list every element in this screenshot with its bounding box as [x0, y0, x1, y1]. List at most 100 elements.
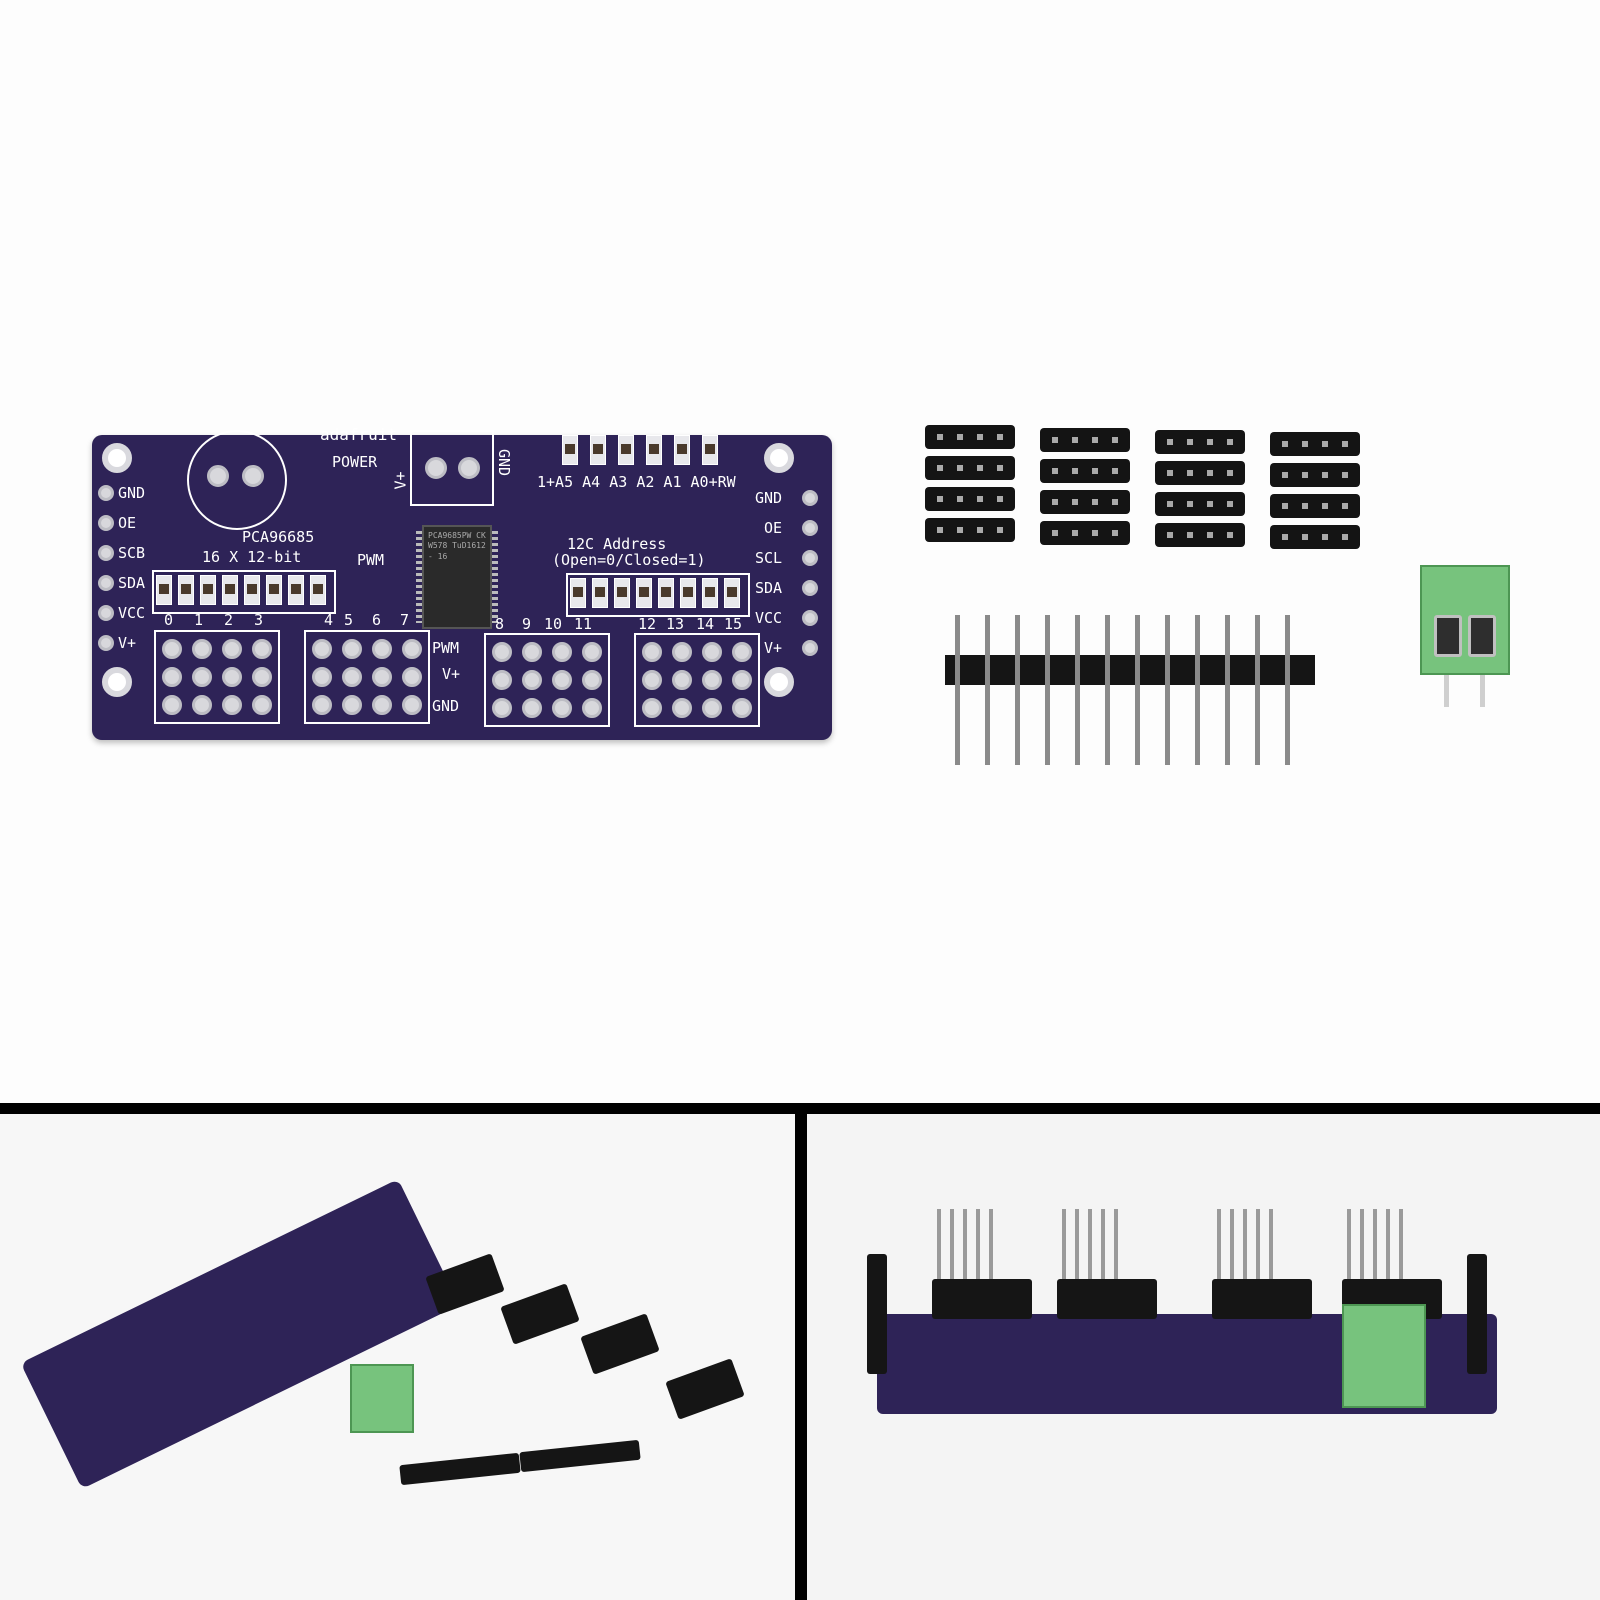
channel-label-1: 1: [194, 611, 204, 629]
header-pin: [1092, 468, 1098, 474]
channel-group-8-11: [484, 633, 610, 727]
addr-jumper-a1: [674, 435, 690, 465]
channel-pad: [552, 698, 572, 718]
assembled-side-header-right: [1467, 1254, 1487, 1374]
terminal-footprint: [410, 430, 494, 506]
terminal-pad-a: [425, 457, 447, 479]
channel-label-2: 2: [224, 611, 234, 629]
row-label-pwm: PWM: [432, 639, 460, 657]
header-pin: [1187, 532, 1193, 538]
header-pin: [1072, 437, 1078, 443]
channel-pad: [162, 667, 182, 687]
header-pin: [997, 496, 1003, 502]
header-pin: [1207, 532, 1213, 538]
header-pin: [977, 434, 983, 440]
header-pin: [937, 496, 943, 502]
header-pin: [957, 527, 963, 533]
resistor-pad: [156, 575, 172, 605]
channel-pad: [522, 642, 542, 662]
left-pin-pad-5: [98, 635, 114, 651]
channel-pad: [702, 698, 722, 718]
strip-pin: [1225, 615, 1230, 765]
row-label-vplus: V+: [442, 665, 461, 683]
dual-header-2: [1040, 428, 1130, 546]
channel-pad: [642, 670, 662, 690]
channel-label-0: 0: [164, 611, 174, 629]
header-pin: [1112, 437, 1118, 443]
channel-pad: [732, 642, 752, 662]
mounting-hole-br: [764, 667, 794, 697]
assembled-pins-3: [1217, 1209, 1273, 1284]
assembled-pins-1: [937, 1209, 993, 1284]
right-pin-pad-4: [802, 610, 818, 626]
angled-header-2: [500, 1283, 580, 1345]
dual-header-3: [1155, 430, 1245, 548]
header-pin: [1207, 501, 1213, 507]
header-pin: [1282, 534, 1288, 540]
header-pin: [977, 465, 983, 471]
resistor-pad: [266, 575, 282, 605]
left-pin-pad-3: [98, 575, 114, 591]
left-pin-label-1: OE: [118, 514, 137, 532]
channel-pad: [222, 667, 242, 687]
channel-pad: [372, 639, 392, 659]
header-pin: [1092, 437, 1098, 443]
right-pin-pad-0: [802, 490, 818, 506]
mounting-hole-tl: [102, 443, 132, 473]
channel-pad: [582, 698, 602, 718]
header-row: [1040, 521, 1130, 545]
header-pin: [1112, 530, 1118, 536]
brand-label: adafruit: [320, 425, 398, 444]
terminal-leg-right: [1480, 675, 1485, 707]
header-row: [1155, 523, 1245, 547]
header-pin: [1072, 468, 1078, 474]
header-pin: [1207, 470, 1213, 476]
header-pin: [1302, 472, 1308, 478]
channel-pad: [702, 642, 722, 662]
header-pin: [997, 465, 1003, 471]
header-pin: [1282, 441, 1288, 447]
single-pin-strip: [945, 615, 1315, 765]
mounting-hole-bl: [102, 667, 132, 697]
channel-pad: [192, 667, 212, 687]
right-pin-pad-5: [802, 640, 818, 656]
channel-pad: [402, 639, 422, 659]
right-pin-label-5: V+: [764, 639, 783, 657]
resistor-array-left: [152, 570, 336, 614]
header-pin: [1207, 439, 1213, 445]
pwm-desc-label: 16 X 12-bit: [202, 548, 302, 566]
strip-pin: [1045, 615, 1050, 765]
header-pin: [1302, 534, 1308, 540]
left-pin-pad-0: [98, 485, 114, 501]
channel-pad: [192, 639, 212, 659]
channel-pad: [582, 642, 602, 662]
right-pin-label-4: VCC: [755, 609, 783, 627]
header-pin: [1167, 501, 1173, 507]
header-pin: [1187, 470, 1193, 476]
header-row: [1155, 430, 1245, 454]
capacitor-pad-b: [242, 465, 264, 487]
addr-jumper-a3: [618, 435, 634, 465]
header-pin: [1167, 532, 1173, 538]
resistor-pad: [222, 575, 238, 605]
channel-label-5: 5: [344, 611, 354, 629]
header-pin: [1072, 499, 1078, 505]
angled-board: [20, 1179, 460, 1489]
channel-group-0-3: [154, 630, 280, 724]
header-row: [925, 425, 1015, 449]
channel-pad: [492, 698, 512, 718]
header-pin: [997, 434, 1003, 440]
channel-pad: [252, 639, 272, 659]
terminal-screw-right: [1468, 615, 1496, 657]
channel-pad: [252, 695, 272, 715]
channel-pad: [642, 642, 662, 662]
channel-pad: [672, 698, 692, 718]
channel-pad: [162, 695, 182, 715]
capacitor-outline: [187, 430, 287, 530]
header-pin: [1322, 441, 1328, 447]
assembled-terminal: [1342, 1304, 1426, 1408]
channel-pad: [552, 642, 572, 662]
header-pin: [1112, 468, 1118, 474]
channel-label-4: 4: [324, 611, 334, 629]
channel-pad: [552, 670, 572, 690]
